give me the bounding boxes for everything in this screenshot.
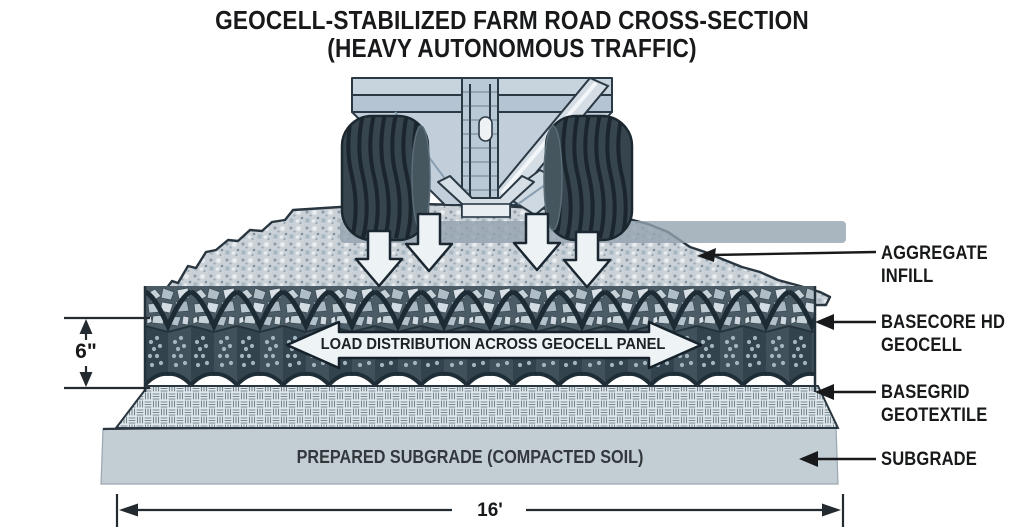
- aggregate-leader-line: [697, 248, 877, 262]
- label-leaders: [697, 248, 877, 467]
- title-line2: (HEAVY AUTONOMOUS TRAFFIC): [327, 33, 697, 63]
- subgrade-leader-arrow: [799, 451, 876, 467]
- left-tire: [340, 114, 431, 242]
- down-arrow-icon: [512, 212, 562, 272]
- width-dimension-value: 16': [477, 500, 503, 521]
- page-title: GEOCELL-STABILIZED FARM ROAD CROSS-SECTI…: [215, 6, 809, 62]
- right-tire: [543, 114, 634, 242]
- label-aggregate-infill: AGGREGATE INFILL: [881, 243, 988, 287]
- geotextile-layer: [113, 385, 840, 429]
- farm-vehicle: [340, 76, 634, 242]
- width-dimension: [115, 494, 845, 527]
- hitch-frame: [437, 175, 535, 218]
- down-arrow-icon: [354, 229, 404, 288]
- prepared-subgrade-caption: PREPARED SUBGRADE (COMPACTED SOIL): [296, 447, 644, 467]
- title-line1: GEOCELL-STABILIZED FARM ROAD CROSS-SECTI…: [215, 5, 809, 35]
- down-arrow-icon: [404, 212, 454, 273]
- load-distribution-arrow-icon: [285, 320, 703, 370]
- down-arrow-icon: [562, 230, 612, 289]
- label-basegrid-geotextile: BASEGRID GEOTEXTILE: [881, 382, 988, 426]
- geotextile-leader-arrow: [815, 384, 876, 400]
- depth-dimension-value: 6": [75, 340, 97, 363]
- ladder-mast: [461, 77, 499, 206]
- load-distribution-caption: LOAD DISTRIBUTION ACROSS GEOCELL PANEL: [320, 336, 666, 353]
- label-basecore-hd-geocell: BASECORE HD GEOCELL: [881, 312, 1006, 356]
- geocell-leader-arrow: [815, 314, 876, 330]
- label-subgrade: SUBGRADE: [881, 449, 977, 470]
- depth-dimension: [64, 316, 150, 390]
- wheel-load-arrows: [354, 212, 612, 289]
